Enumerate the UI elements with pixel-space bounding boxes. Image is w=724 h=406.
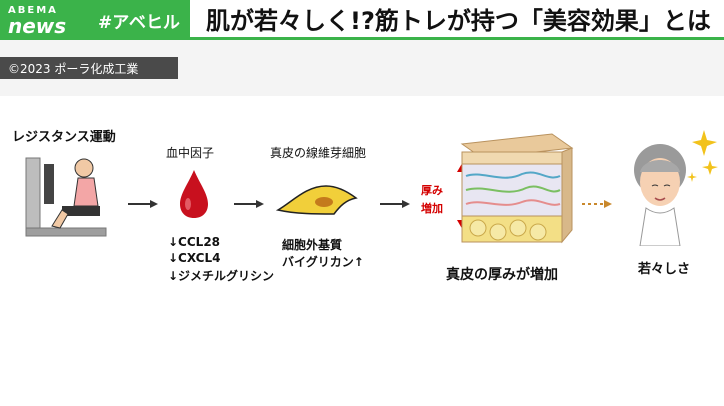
blood-drop-icon [180, 170, 208, 218]
skin-cross-section-image [460, 133, 574, 244]
fibroblast-label: 真皮の線維芽細胞 [270, 146, 367, 160]
matrix-line-1: 細胞外基質 [282, 238, 343, 252]
thickness-tag-2: 増加 [421, 202, 443, 215]
matrix-line-2: バイグリカン↑ [282, 255, 364, 269]
exercise-machine-icon [25, 157, 107, 237]
logo-bottom-text: news [8, 13, 67, 38]
blood-factor-label: 血中因子 [166, 146, 215, 160]
arrow-right-icon [380, 200, 410, 208]
blood-factor-1: ↓CCL28 [168, 235, 221, 249]
logo-top-text: ABEMA [8, 4, 58, 16]
copyright-label: ©2023 ポーラ化成工業 [0, 57, 178, 79]
dotted-arrow-icon [582, 200, 612, 208]
hashtag-label: #アベヒル [94, 0, 190, 40]
headline: 肌が若々しく!?筋トレが持つ「美容効果」とは [190, 0, 724, 40]
dermis-caption: 真皮の厚みが増加 [446, 267, 558, 283]
fibroblast-cell-icon [276, 185, 358, 215]
youth-caption: 若々しさ [638, 262, 691, 277]
resistance-label: レジスタンス運動 [12, 130, 116, 145]
blood-factor-2: ↓CXCL4 [168, 251, 221, 265]
arrow-right-icon [128, 200, 158, 208]
woman-face-illustration [634, 130, 718, 246]
abema-news-logo: ABEMA news [0, 0, 94, 40]
blood-factor-3: ↓ジメチルグリシン [168, 269, 275, 283]
thickness-tag-1: 厚み [421, 184, 443, 197]
diagram-panel: レジスタンス運動 血中因子 ↓CCL28 ↓CXCL4 ↓ジメチルグリシン 真皮… [0, 96, 724, 406]
arrow-right-icon [234, 200, 264, 208]
